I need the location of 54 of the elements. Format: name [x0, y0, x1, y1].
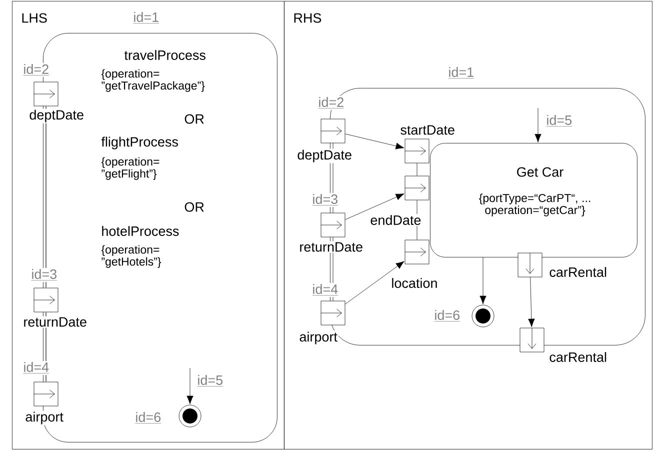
id-label: id=4: [22, 361, 50, 375]
pin-label: location: [390, 277, 439, 289]
arrow: [345, 134, 404, 150]
arrow: [345, 194, 404, 220]
pin-box: [520, 328, 544, 352]
id-label: id=6: [134, 411, 162, 425]
pin-box: [320, 118, 346, 144]
pin-label: returnDate: [22, 316, 88, 328]
pin-label: deptDate: [28, 108, 85, 124]
activity-name: travelProcess: [124, 50, 206, 60]
id-label: id=1: [132, 11, 160, 25]
activity-properties: {operation= ”getFlight”}: [101, 157, 160, 180]
pin-label: deptDate: [296, 148, 353, 164]
pin-box: [404, 240, 430, 264]
activity-name: flightProcess: [101, 136, 178, 150]
edge-label: id=5: [196, 374, 224, 388]
pin-box: [34, 382, 58, 406]
arrow: [528, 277, 535, 328]
id-label: id=3: [311, 193, 340, 207]
activity-name: OR: [184, 114, 204, 124]
pin-box: [320, 212, 346, 238]
id-label: id=4: [311, 283, 340, 297]
id-label: id=2: [22, 63, 50, 77]
pin-box: [518, 252, 542, 278]
arrow: [480, 257, 486, 304]
id-label: id=2: [317, 96, 346, 110]
activity-name: OR: [184, 202, 204, 212]
final-node: [472, 304, 494, 328]
edge-label: id=5: [545, 114, 574, 128]
pin-label: carRental: [548, 351, 608, 363]
pin-label: airport: [298, 330, 338, 346]
pin-label: carRental: [548, 266, 608, 278]
pin-label: startDate: [399, 124, 456, 136]
pin-label: airport: [24, 410, 64, 426]
activity-name: Get Car: [517, 167, 564, 177]
id-label: id=1: [447, 66, 476, 80]
activity-properties: {operation= ”getTravelPackage”}: [101, 69, 205, 92]
pin-label: endDate: [369, 214, 422, 226]
pin-box: [404, 138, 430, 164]
arrow: [345, 261, 404, 304]
id-label: id=3: [30, 268, 58, 282]
id-label: id=6: [433, 309, 462, 323]
activity-properties: {portType=“CarPT“, ... operation=“getCar”}: [479, 194, 590, 216]
activity-name: hotelProcess: [102, 226, 179, 236]
pin-box: [34, 288, 58, 312]
pin-box: [404, 176, 430, 200]
pin-box: [320, 300, 346, 326]
arrow: [534, 108, 542, 142]
pin-box: [34, 82, 58, 106]
pin-label: returnDate: [298, 241, 364, 253]
connector: [416, 163, 418, 176]
final-node: [178, 404, 202, 428]
arrow: [186, 368, 194, 404]
activity-properties: {operation= ”getHotels”}: [101, 245, 162, 268]
